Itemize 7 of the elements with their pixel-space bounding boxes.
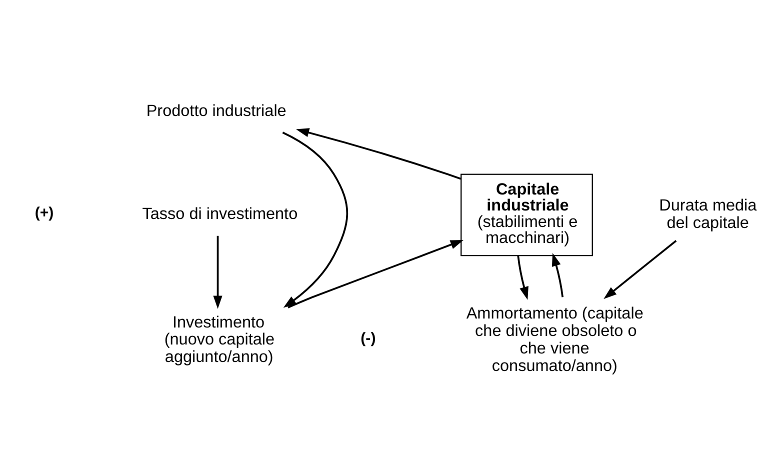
node-text: Durata media del capitale: [659, 196, 757, 232]
node-text: Tasso di investimento: [142, 204, 298, 223]
node-text: Ammortamento (capitale che diviene obsoleto o che viene consumato/anno): [466, 304, 644, 374]
node-text: Prodotto industriale: [146, 101, 286, 120]
node-text: Investimento (nuovo capitale aggiunto/anno): [164, 312, 275, 366]
label: (-): [360, 330, 376, 347]
label: (+): [34, 204, 54, 222]
